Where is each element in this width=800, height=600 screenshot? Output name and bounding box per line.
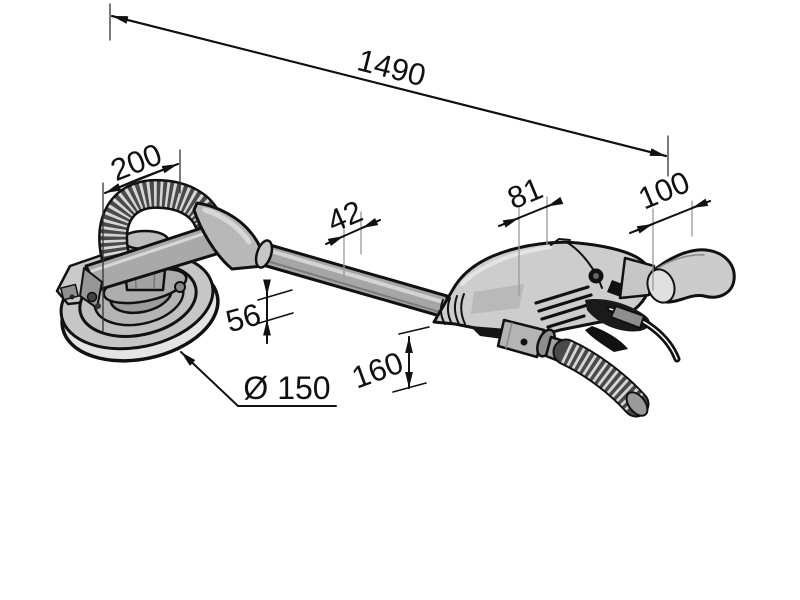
cable-sleeve bbox=[610, 305, 645, 329]
connector-pin bbox=[520, 338, 528, 346]
tube-clamp-ribs bbox=[439, 293, 466, 325]
rear-handle bbox=[618, 248, 736, 304]
hose-end-cap bbox=[625, 391, 649, 417]
dimension-label-100: 100 bbox=[633, 164, 694, 216]
vent-slots bbox=[534, 285, 596, 329]
tube-collar bbox=[254, 239, 274, 269]
dimension-label-56: 56 bbox=[222, 296, 264, 339]
housing-button-center bbox=[593, 273, 599, 279]
dimension-label-1490: 1490 bbox=[354, 42, 429, 93]
dimension-label-diameter-150: Ø 150 bbox=[243, 370, 330, 406]
label-patch bbox=[471, 284, 524, 314]
handle-bracket bbox=[618, 256, 656, 300]
suction-hose bbox=[552, 338, 650, 418]
housing-latch bbox=[550, 238, 571, 246]
dimension-diameter-150: Ø 150 bbox=[180, 351, 337, 407]
dimension-1490: 1490 bbox=[109, 3, 669, 177]
switch-lever bbox=[585, 326, 628, 352]
housing-top-highlight bbox=[460, 245, 552, 286]
housing-seam bbox=[567, 242, 603, 289]
guard-notch bbox=[60, 283, 79, 301]
guard-screw bbox=[69, 294, 75, 300]
extension-tube bbox=[254, 239, 449, 320]
handle-end-face bbox=[646, 268, 676, 304]
dimension-160: 160 bbox=[347, 326, 430, 396]
fork-bolt bbox=[86, 291, 98, 303]
handle-seam bbox=[657, 254, 705, 269]
dimension-label-160: 160 bbox=[347, 345, 408, 396]
dimension-56: 56 bbox=[222, 279, 294, 344]
arm-bolt bbox=[174, 281, 186, 293]
fork-bolt-2 bbox=[95, 303, 101, 309]
power-cable bbox=[606, 305, 681, 363]
sander-illustration bbox=[55, 178, 736, 418]
